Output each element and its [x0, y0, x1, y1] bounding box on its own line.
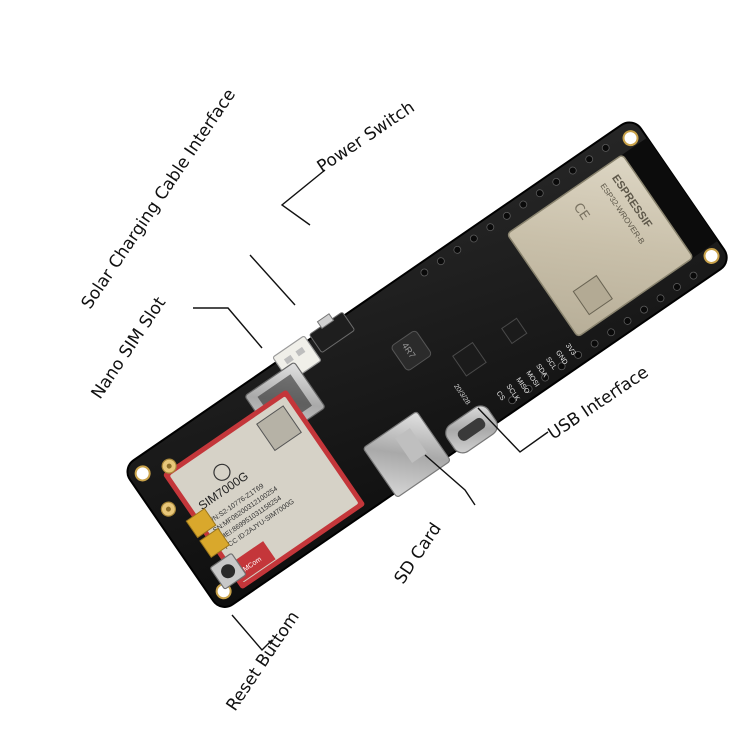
callout-nano-sim: Nano SIM Slot	[88, 293, 171, 402]
usb-c-port[interactable]	[442, 402, 501, 457]
esp32-qr-code	[572, 274, 613, 316]
battery-pad	[185, 507, 217, 539]
callout-solar-charging: Solar Charging Cable Interface	[78, 85, 240, 312]
mount-hole	[703, 247, 720, 264]
leader-solar	[249, 254, 296, 306]
battery-pad	[199, 527, 231, 559]
sim-qr-code	[256, 405, 302, 452]
callout-sd-card: SD Card	[391, 519, 446, 587]
antenna-connector[interactable]	[159, 456, 178, 475]
esp32-module: ESPRESSIF ESP32-WROVER-B CE	[507, 137, 718, 337]
callout-reset-button: Reset Buttom	[223, 608, 304, 715]
antenna-connector[interactable]	[159, 499, 178, 518]
header-pins-right	[508, 271, 698, 405]
header-pins-left	[420, 143, 610, 277]
reset-button[interactable]	[210, 553, 246, 590]
inductor: 4R7	[391, 330, 432, 371]
pcb-board: ESPRESSIF ESP32-WROVER-B CE 3V3GNDSCLSDA…	[126, 121, 728, 608]
certification-mark	[213, 463, 231, 481]
pin-label: CS	[495, 390, 506, 402]
sd-card-slot[interactable]	[363, 411, 451, 497]
chip	[501, 317, 528, 345]
power-switch[interactable]	[306, 307, 355, 353]
mount-hole	[622, 130, 639, 147]
leader-sim	[193, 307, 263, 349]
leader-usb	[477, 407, 549, 453]
leader-reset	[231, 614, 273, 652]
leader-power	[280, 169, 326, 226]
mount-hole	[134, 465, 151, 482]
callout-power-switch: Power Switch	[314, 97, 419, 177]
chip	[452, 341, 487, 377]
leader-sd	[424, 454, 476, 506]
